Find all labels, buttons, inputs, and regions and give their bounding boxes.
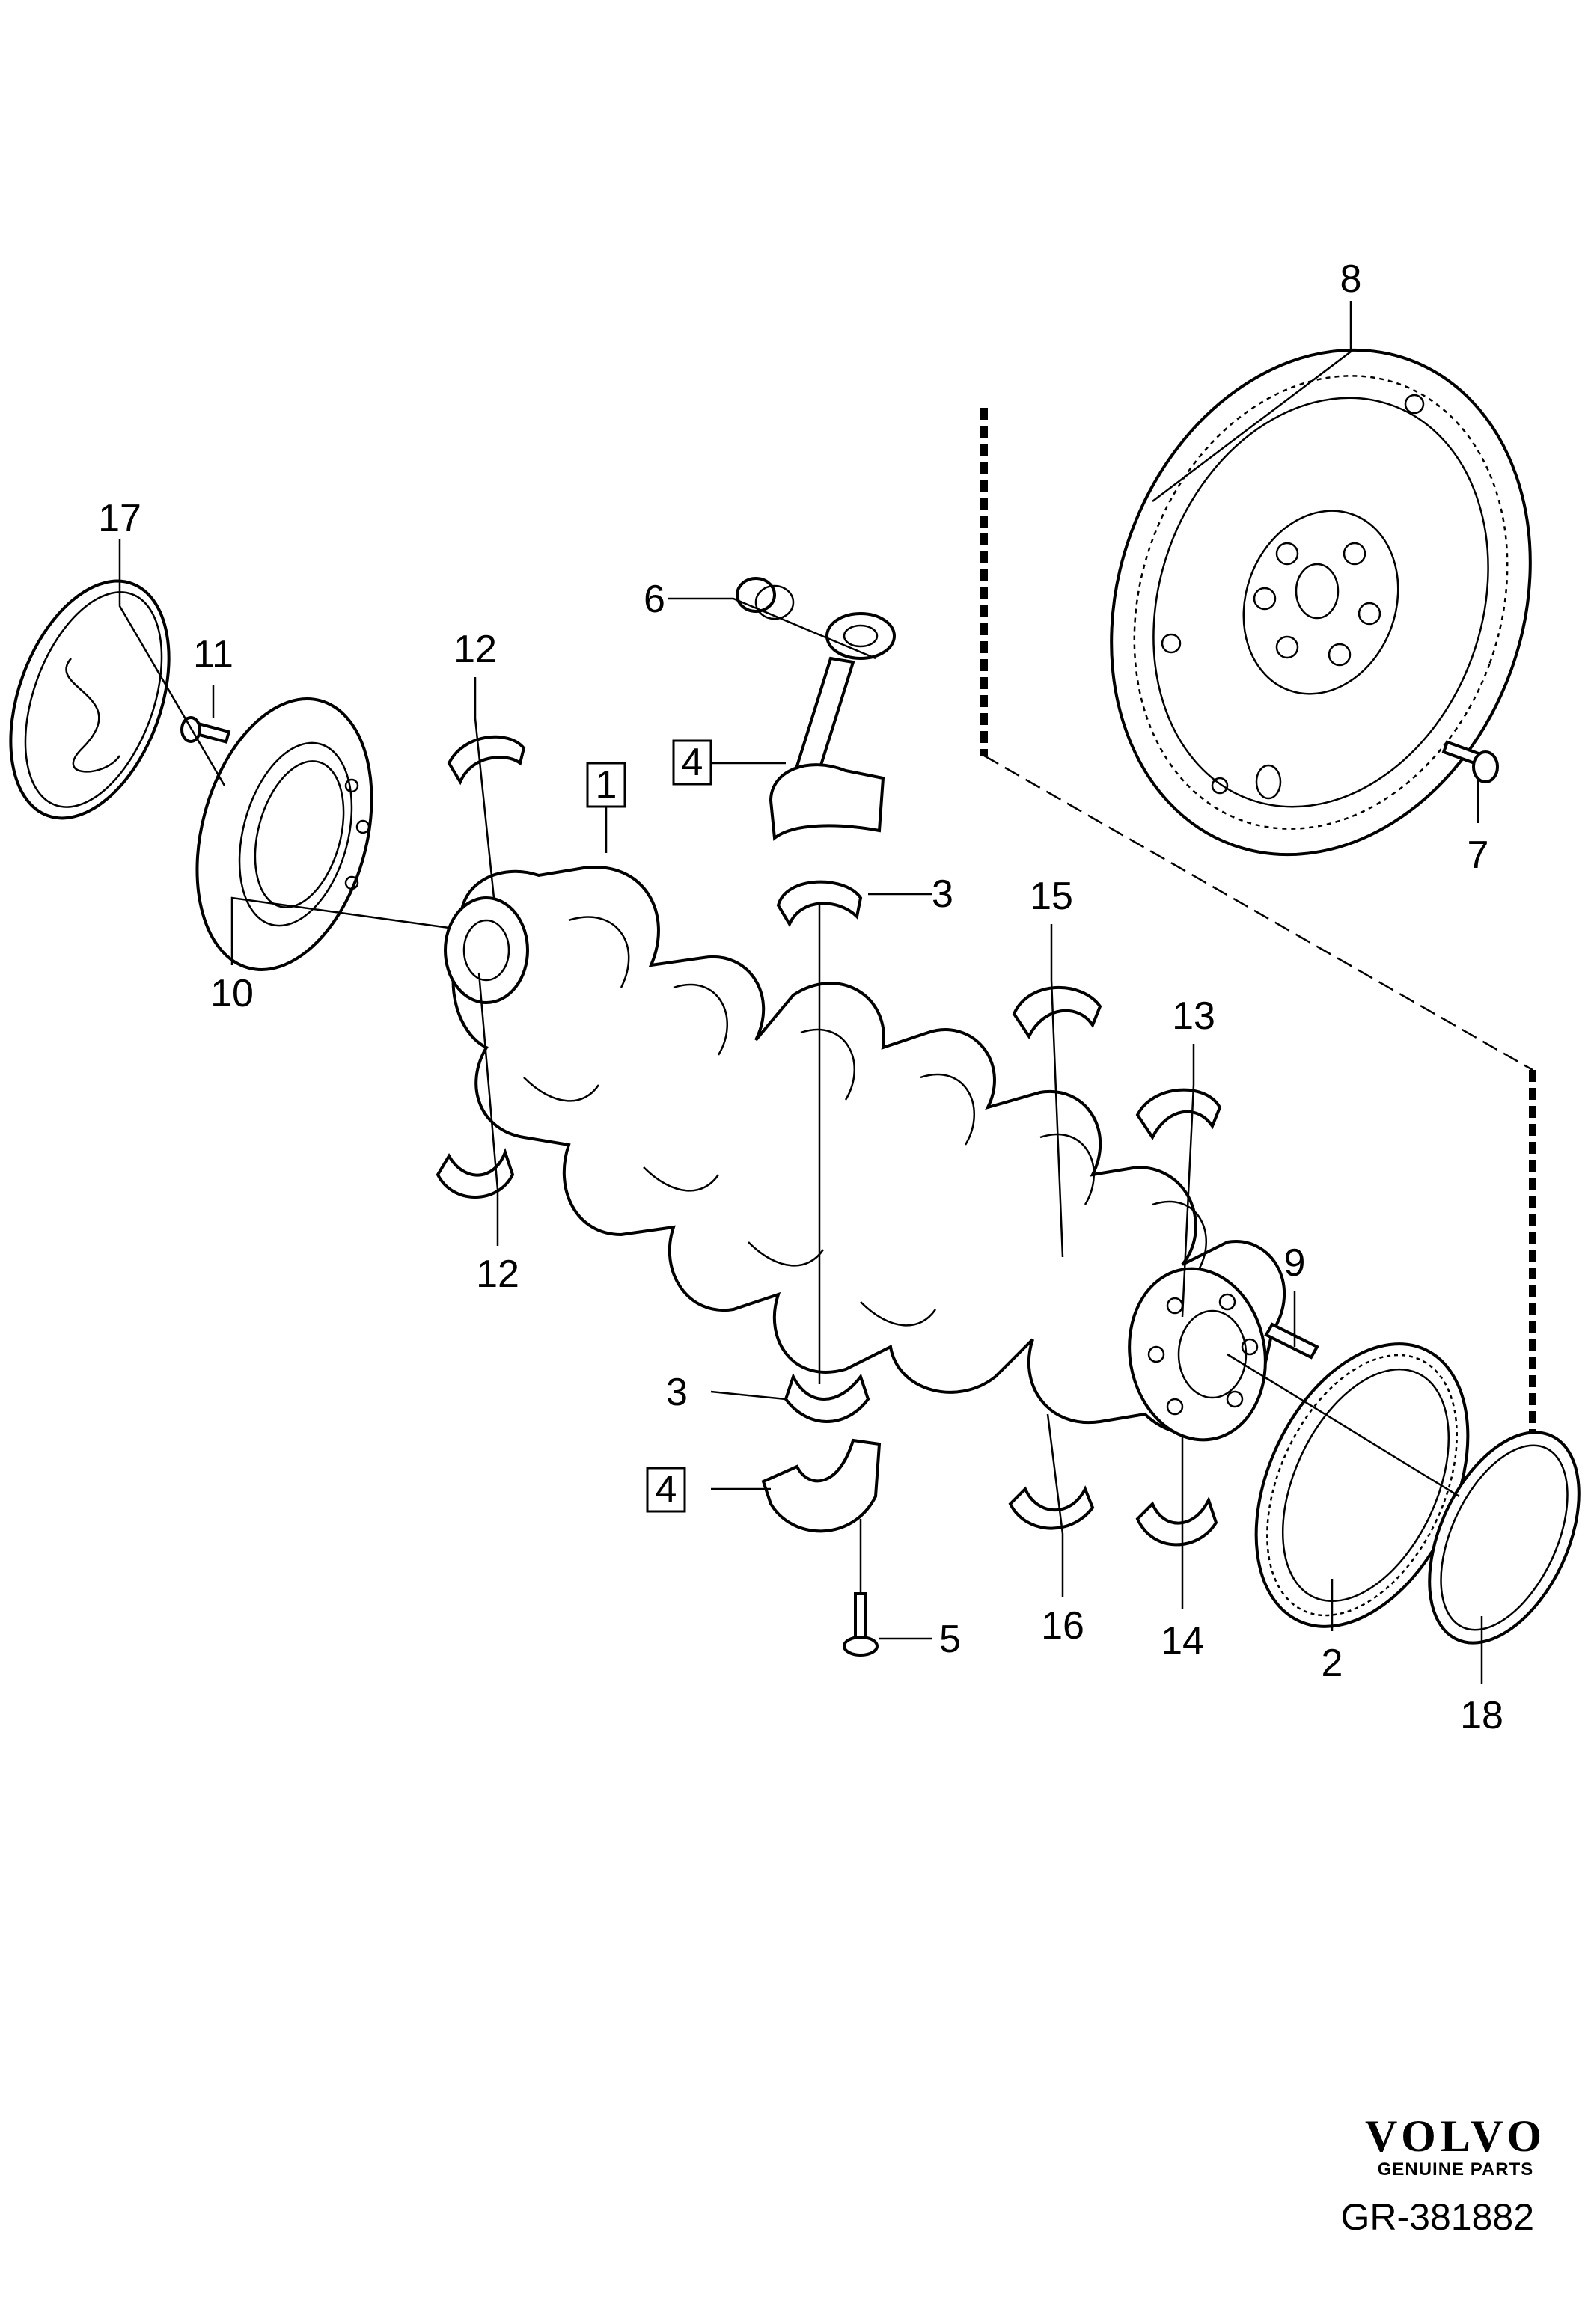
callout-7: 7 [1468,834,1489,877]
front-seal [9,579,171,820]
boxed-callout-4-upper: 4 [672,739,712,786]
callout-15: 15 [1030,875,1073,918]
callout-16: 16 [1041,1604,1084,1648]
pulley-bolt [180,716,231,744]
brand-tagline: GENUINE PARTS [1378,2159,1534,2180]
conrod-bolt [843,1592,879,1657]
flywheel [1110,348,1532,857]
callout-18: 18 [1460,1694,1503,1737]
callout-4-lower: 4 [656,1468,677,1511]
callout-14: 14 [1161,1619,1204,1663]
callout-13: 13 [1172,994,1215,1038]
diagram-reference: GR-381882 [1341,2196,1535,2238]
callout-3-lower: 3 [666,1371,688,1414]
small-end-bushing [736,577,795,620]
crankshaft [444,866,1286,1442]
main-bearing-12-lower [436,1148,515,1199]
brand-name: VOLVO [1365,2112,1546,2161]
crankshaft-pulley [195,697,373,971]
sensor-ring-gear [1254,1342,1470,1628]
main-bearing-14 [1135,1496,1218,1547]
callout-17: 17 [98,497,141,540]
main-bearing-16 [1008,1485,1095,1530]
callout-10: 10 [210,972,254,1015]
main-bearing-13 [1135,1088,1222,1140]
rear-seal [1428,1431,1581,1645]
main-bearing-12-upper [447,735,526,786]
callout-9: 9 [1284,1241,1306,1285]
callout-6: 6 [644,578,665,621]
callout-3-upper: 3 [932,872,953,916]
callout-5: 5 [939,1618,961,1661]
callout-8: 8 [1340,257,1362,301]
alignment-dash-diagonal [983,754,1533,1071]
flywheel-bolt [1441,740,1499,783]
callout-12-lower: 12 [476,1253,519,1296]
callout-2: 2 [1322,1642,1343,1685]
volvo-logo: VOLVO GENUINE PARTS [1365,2112,1546,2180]
callout-12-upper: 12 [454,628,497,671]
conrod-bearing-upper [776,880,863,928]
callout-1: 1 [596,763,617,807]
boxed-callout-1: 1 [586,762,626,808]
callout-labels: 8 7 9 17 11 10 12 12 3 3 6 5 15 13 16 14… [98,257,1503,1737]
callout-11: 11 [193,633,233,676]
conrod-bearing-lower [784,1372,870,1423]
main-bearing-15 [1012,985,1102,1039]
leader-lines [118,301,1483,1684]
conrod-cap [761,1438,882,1533]
connecting-rod [769,612,896,841]
boxed-callout-4-lower: 4 [646,1467,686,1513]
dowel-pin [1264,1322,1319,1360]
callout-4-upper: 4 [682,741,703,784]
